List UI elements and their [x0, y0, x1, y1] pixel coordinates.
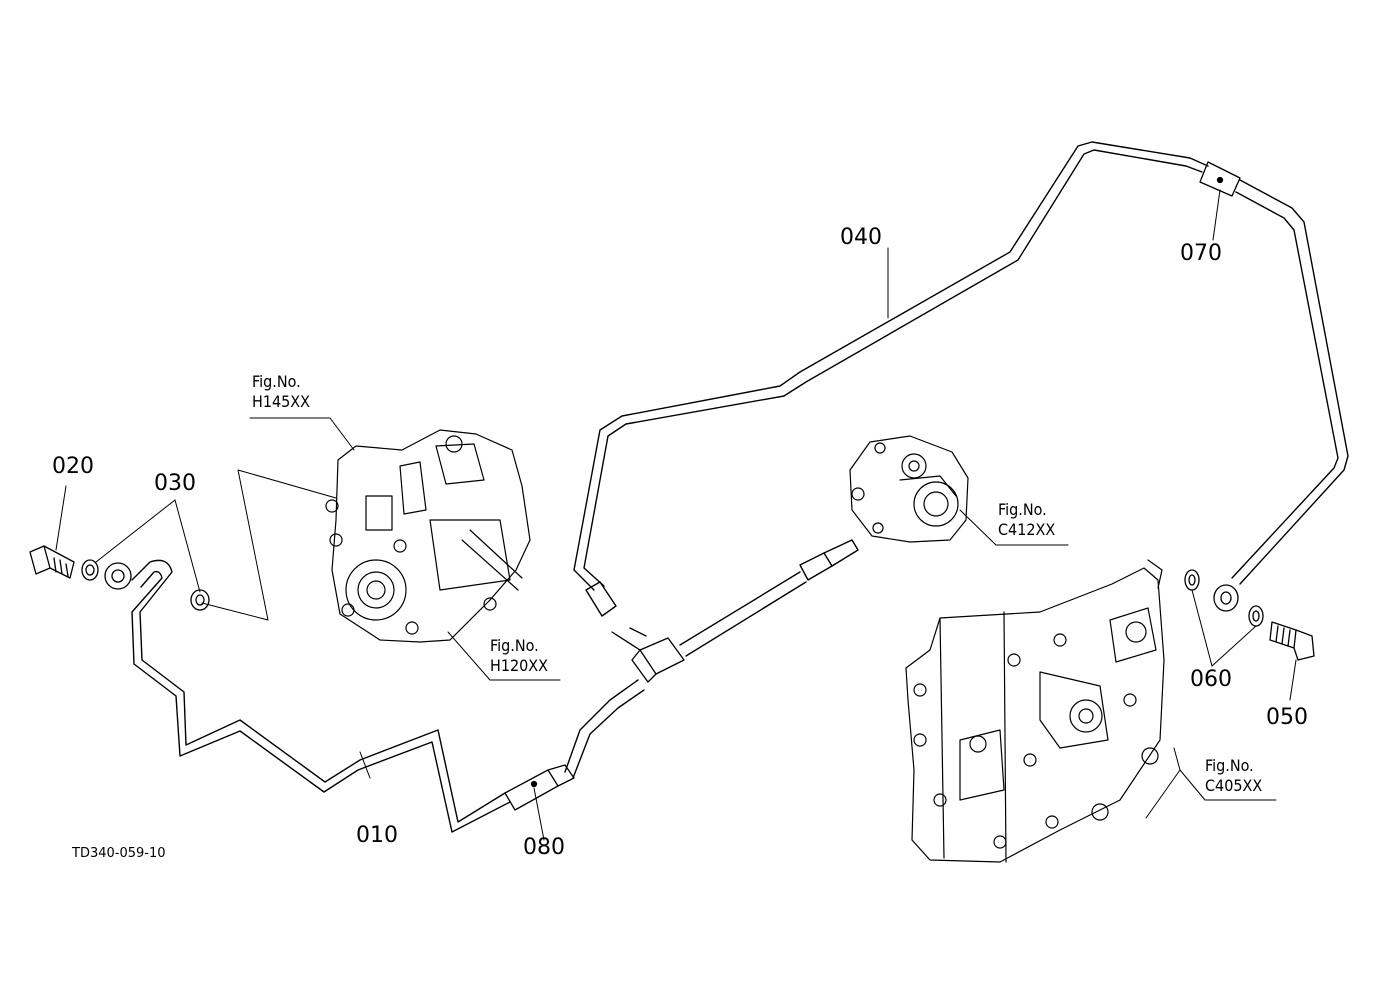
figure-ref-c405[interactable]: Fig.No. C405XX	[1205, 756, 1262, 796]
part-label-060[interactable]: 060	[1190, 667, 1232, 692]
figure-ref-code: C412XX	[998, 520, 1056, 539]
figure-ref-prefix: Fig.No.	[252, 372, 301, 391]
figure-ref-code: H145XX	[252, 392, 311, 411]
pump-assembly-h120	[325, 429, 531, 643]
banjo-bolt-020	[29, 545, 75, 579]
tee-fitting	[611, 627, 685, 683]
part-label-030[interactable]: 030	[154, 471, 196, 496]
part-label-080[interactable]: 080	[523, 835, 565, 860]
washer-060-b	[1248, 605, 1264, 627]
figure-ref-h120[interactable]: Fig.No. H120XX	[490, 636, 548, 676]
part-label-070[interactable]: 070	[1180, 241, 1222, 266]
washer-060-a	[1184, 569, 1200, 591]
part-label-040[interactable]: 040	[840, 225, 882, 250]
washer-030-a	[81, 559, 99, 581]
pipe-right	[1231, 179, 1349, 585]
leader-lines	[55, 189, 1297, 841]
part-label-020[interactable]: 020	[52, 454, 94, 479]
banjo-fitting-left	[104, 562, 132, 590]
union-080	[504, 764, 575, 811]
figure-ref-code: C405XX	[1205, 776, 1263, 795]
washer-030-b	[190, 589, 210, 611]
figure-ref-prefix: Fig.No.	[1205, 756, 1254, 775]
union-070	[1199, 161, 1241, 197]
cover-assembly-c412	[849, 435, 969, 543]
figure-ref-code: H120XX	[490, 656, 549, 675]
drawing-id-label: TD340-059-10	[72, 846, 166, 861]
valve-block-c405	[905, 559, 1165, 863]
banjo-fitting-right	[1213, 584, 1239, 612]
part-label-010[interactable]: 010	[356, 823, 398, 848]
figure-ref-prefix: Fig.No.	[490, 636, 539, 655]
figure-ref-prefix: Fig.No.	[998, 500, 1047, 519]
banjo-bolt-050	[1269, 621, 1315, 661]
part-label-050[interactable]: 050	[1266, 705, 1308, 730]
figure-ref-h145[interactable]: Fig.No. H145XX	[252, 372, 310, 412]
pipe-040	[573, 141, 1209, 617]
figure-ref-c412[interactable]: Fig.No. C412XX	[998, 500, 1055, 540]
pipe-straight-c412	[679, 539, 859, 657]
pipe-010	[131, 559, 645, 833]
